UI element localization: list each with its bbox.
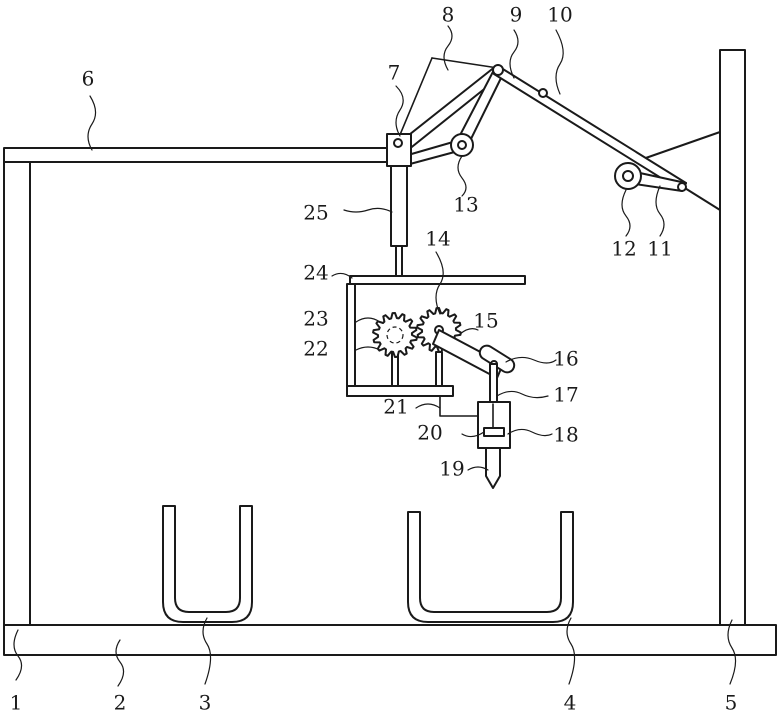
crank-pin <box>678 183 686 191</box>
pivot-joint-top <box>493 65 503 75</box>
top-beam <box>4 148 396 162</box>
leader-21 <box>416 404 440 408</box>
label-2: 2 <box>114 691 127 715</box>
label-15: 15 <box>473 309 498 333</box>
housing-left-wall <box>347 284 355 396</box>
label-7: 7 <box>388 61 401 85</box>
label-12: 12 <box>611 237 636 261</box>
label-1: 1 <box>10 691 23 715</box>
label-18: 18 <box>553 423 578 447</box>
leader-25 <box>344 208 392 212</box>
pull-rod <box>494 66 686 191</box>
leader-13 <box>458 156 466 196</box>
right-column <box>720 50 745 625</box>
label-11: 11 <box>647 237 672 261</box>
label-22: 22 <box>303 337 328 361</box>
label-5: 5 <box>725 691 738 715</box>
label-21: 21 <box>383 395 408 419</box>
guide-rod-17 <box>490 364 497 404</box>
pulley-13-hub <box>458 141 466 149</box>
leader-17 <box>497 391 548 397</box>
top-plate-24 <box>350 276 525 284</box>
leader-23 <box>356 318 380 322</box>
pivot-joint-rod <box>539 89 547 97</box>
blade-19 <box>486 448 500 488</box>
label-9: 9 <box>510 3 523 27</box>
label-3: 3 <box>199 691 212 715</box>
leader-8 <box>444 26 452 70</box>
leader-11 <box>656 186 664 236</box>
leader-9 <box>510 30 518 78</box>
label-16: 16 <box>553 347 578 371</box>
leader-10 <box>556 30 563 94</box>
bracket-21 <box>440 396 478 416</box>
label-25: 25 <box>303 201 328 225</box>
mount-pivot <box>394 139 402 147</box>
top-tie-line-2 <box>432 58 498 68</box>
leader-6 <box>88 96 96 150</box>
cylinder-25 <box>391 166 407 246</box>
left-column <box>4 162 30 625</box>
sleeve-18 <box>478 402 510 448</box>
cylinder-rod <box>396 246 402 276</box>
leader-22 <box>356 347 380 350</box>
slider-20 <box>484 428 504 436</box>
label-17: 17 <box>553 383 578 407</box>
label-19: 19 <box>439 457 464 481</box>
motor-disc-12-hub <box>623 171 633 181</box>
leader-12 <box>622 190 630 236</box>
leader-18 <box>508 429 552 435</box>
left-tray <box>163 506 252 622</box>
label-6: 6 <box>82 67 95 91</box>
label-20: 20 <box>417 421 442 445</box>
label-14: 14 <box>425 227 450 251</box>
label-4: 4 <box>564 691 577 715</box>
label-13: 13 <box>453 193 478 217</box>
gear-post-right <box>436 352 442 386</box>
right-tray <box>408 512 573 622</box>
label-8: 8 <box>442 3 455 27</box>
label-10: 10 <box>547 3 572 27</box>
label-23: 23 <box>303 307 328 331</box>
label-24: 24 <box>303 261 328 285</box>
